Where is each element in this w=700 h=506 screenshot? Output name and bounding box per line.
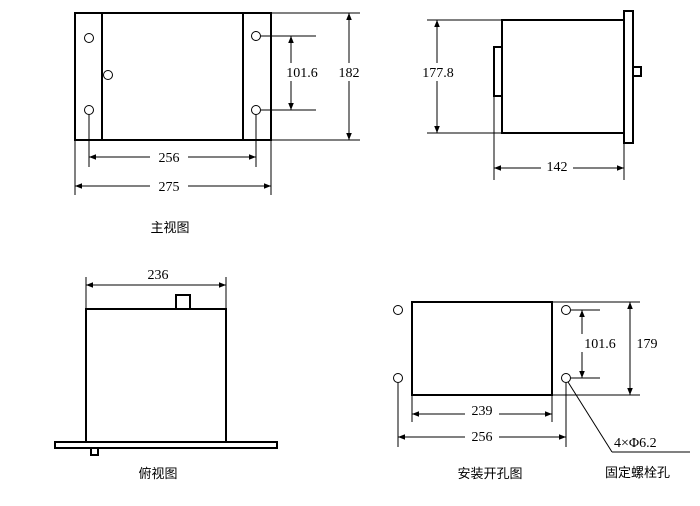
- side-dim-177-label: 177.8: [422, 66, 454, 81]
- side-front-panel: [623, 10, 634, 144]
- front-view: 256 275 101.6 182 主视图: [74, 12, 363, 236]
- front-dim-182-label: 182: [339, 66, 360, 81]
- side-body: [501, 19, 625, 134]
- cutout-dim-101-label: 101.6: [584, 337, 616, 352]
- front-hole-top-left: [84, 33, 94, 43]
- top-view: 236 俯视图: [54, 265, 278, 482]
- front-hole-bottom-left: [84, 105, 94, 115]
- cutout-hole-label: 固定螺栓孔: [605, 466, 670, 481]
- cutout-hole-top-right: [561, 305, 571, 315]
- cutout-rectangle: [411, 301, 553, 396]
- top-view-caption: 俯视图: [138, 466, 177, 482]
- cutout-hole-spec: 4×Φ6.2: [614, 436, 657, 451]
- front-hole-top-right: [251, 31, 261, 41]
- side-dim-142-label: 142: [547, 160, 568, 175]
- cutout-view-caption: 安装开孔图: [457, 467, 522, 482]
- top-dim-236-label: 236: [148, 268, 169, 283]
- front-dim-275-label: 275: [159, 180, 180, 195]
- cutout-hole-top-left: [393, 305, 403, 315]
- cutout-view: 239 256 101.6 179 4×Φ6.2 固定螺栓孔 安装开孔图: [393, 301, 690, 482]
- cutout-hole-bottom-left: [393, 373, 403, 383]
- front-panel-outline: [74, 12, 272, 141]
- front-view-caption: 主视图: [150, 221, 189, 236]
- cutout-hole-leader: [567, 381, 613, 453]
- top-front-panel: [54, 441, 278, 449]
- side-knob: [632, 66, 642, 77]
- top-body: [85, 308, 227, 443]
- top-terminal: [175, 294, 191, 310]
- side-terminal-block: [493, 46, 503, 97]
- top-knob: [90, 447, 99, 456]
- side-view: 177.8 142: [416, 10, 642, 180]
- front-dim-256-label: 256: [159, 151, 180, 166]
- cutout-dim-179-label: 179: [637, 337, 658, 352]
- front-latch-icon: [103, 70, 113, 80]
- cutout-dim-256-label: 256: [472, 430, 493, 445]
- front-hole-bottom-right: [251, 105, 261, 115]
- cutout-dim-239-label: 239: [472, 404, 493, 419]
- cutout-hole-bottom-right: [561, 373, 571, 383]
- front-dim-101-label: 101.6: [286, 66, 318, 81]
